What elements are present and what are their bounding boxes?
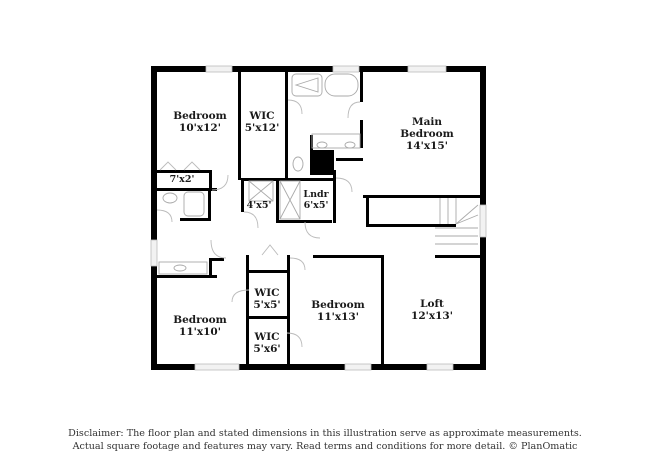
room-label-bedroom-2: Bedroom 11'x10' bbox=[173, 314, 227, 338]
room-dims: 11'x10' bbox=[179, 326, 221, 338]
room-name: Bedroom bbox=[173, 110, 227, 122]
room-name: WIC bbox=[254, 287, 280, 299]
room-name: Loft bbox=[420, 298, 444, 310]
room-label-main-bedroom: Main Bedroom 14'x15' bbox=[400, 116, 454, 152]
room-name: WIC bbox=[249, 110, 275, 122]
room-dims: 12'x13' bbox=[411, 310, 453, 322]
room-dims: 5'x12' bbox=[244, 122, 280, 134]
disclaimer: Disclaimer: The floor plan and stated di… bbox=[0, 427, 650, 453]
room-label-loft: Loft 12'x13' bbox=[411, 298, 453, 322]
doors bbox=[156, 99, 361, 348]
room-name: Lndr bbox=[303, 189, 329, 200]
room-dims: 14'x15' bbox=[406, 140, 448, 152]
fixtures bbox=[158, 73, 479, 275]
room-label-laundry: Lndr 6'x5' bbox=[303, 189, 328, 211]
room-name-line1: Main bbox=[411, 116, 443, 128]
room-dims: 10'x12' bbox=[179, 122, 221, 134]
room-name-line2: Bedroom bbox=[400, 128, 454, 140]
room-label-bedroom-3: Bedroom 11'x13' bbox=[311, 299, 365, 323]
interior-walls bbox=[157, 72, 480, 370]
room-dims: 6'x5' bbox=[303, 200, 329, 211]
room-dims: 4'x5' bbox=[246, 200, 272, 211]
room-label-closet-4x5: 4'x5' bbox=[247, 200, 272, 211]
room-name: Bedroom bbox=[311, 299, 365, 311]
room-name: Bedroom bbox=[173, 314, 227, 326]
room-label-wic-2: WIC 5'x5' bbox=[253, 287, 280, 311]
disclaimer-line-2: Actual square footage and features may v… bbox=[72, 441, 578, 452]
room-label-wic-3: WIC 5'x6' bbox=[253, 331, 280, 355]
windows bbox=[150, 65, 487, 371]
room-dims: 7'x2' bbox=[169, 174, 195, 185]
room-label-bedroom-1: Bedroom 10'x12' bbox=[173, 110, 227, 134]
room-dims: 5'x6' bbox=[253, 343, 281, 355]
room-dims: 11'x13' bbox=[317, 311, 359, 323]
disclaimer-line-1: Disclaimer: The floor plan and stated di… bbox=[68, 428, 582, 439]
room-label-wic-1: WIC 5'x12' bbox=[245, 110, 280, 134]
room-name: WIC bbox=[254, 331, 280, 343]
room-label-closet-7x2: 7'x2' bbox=[170, 174, 195, 185]
room-dims: 5'x5' bbox=[253, 299, 281, 311]
